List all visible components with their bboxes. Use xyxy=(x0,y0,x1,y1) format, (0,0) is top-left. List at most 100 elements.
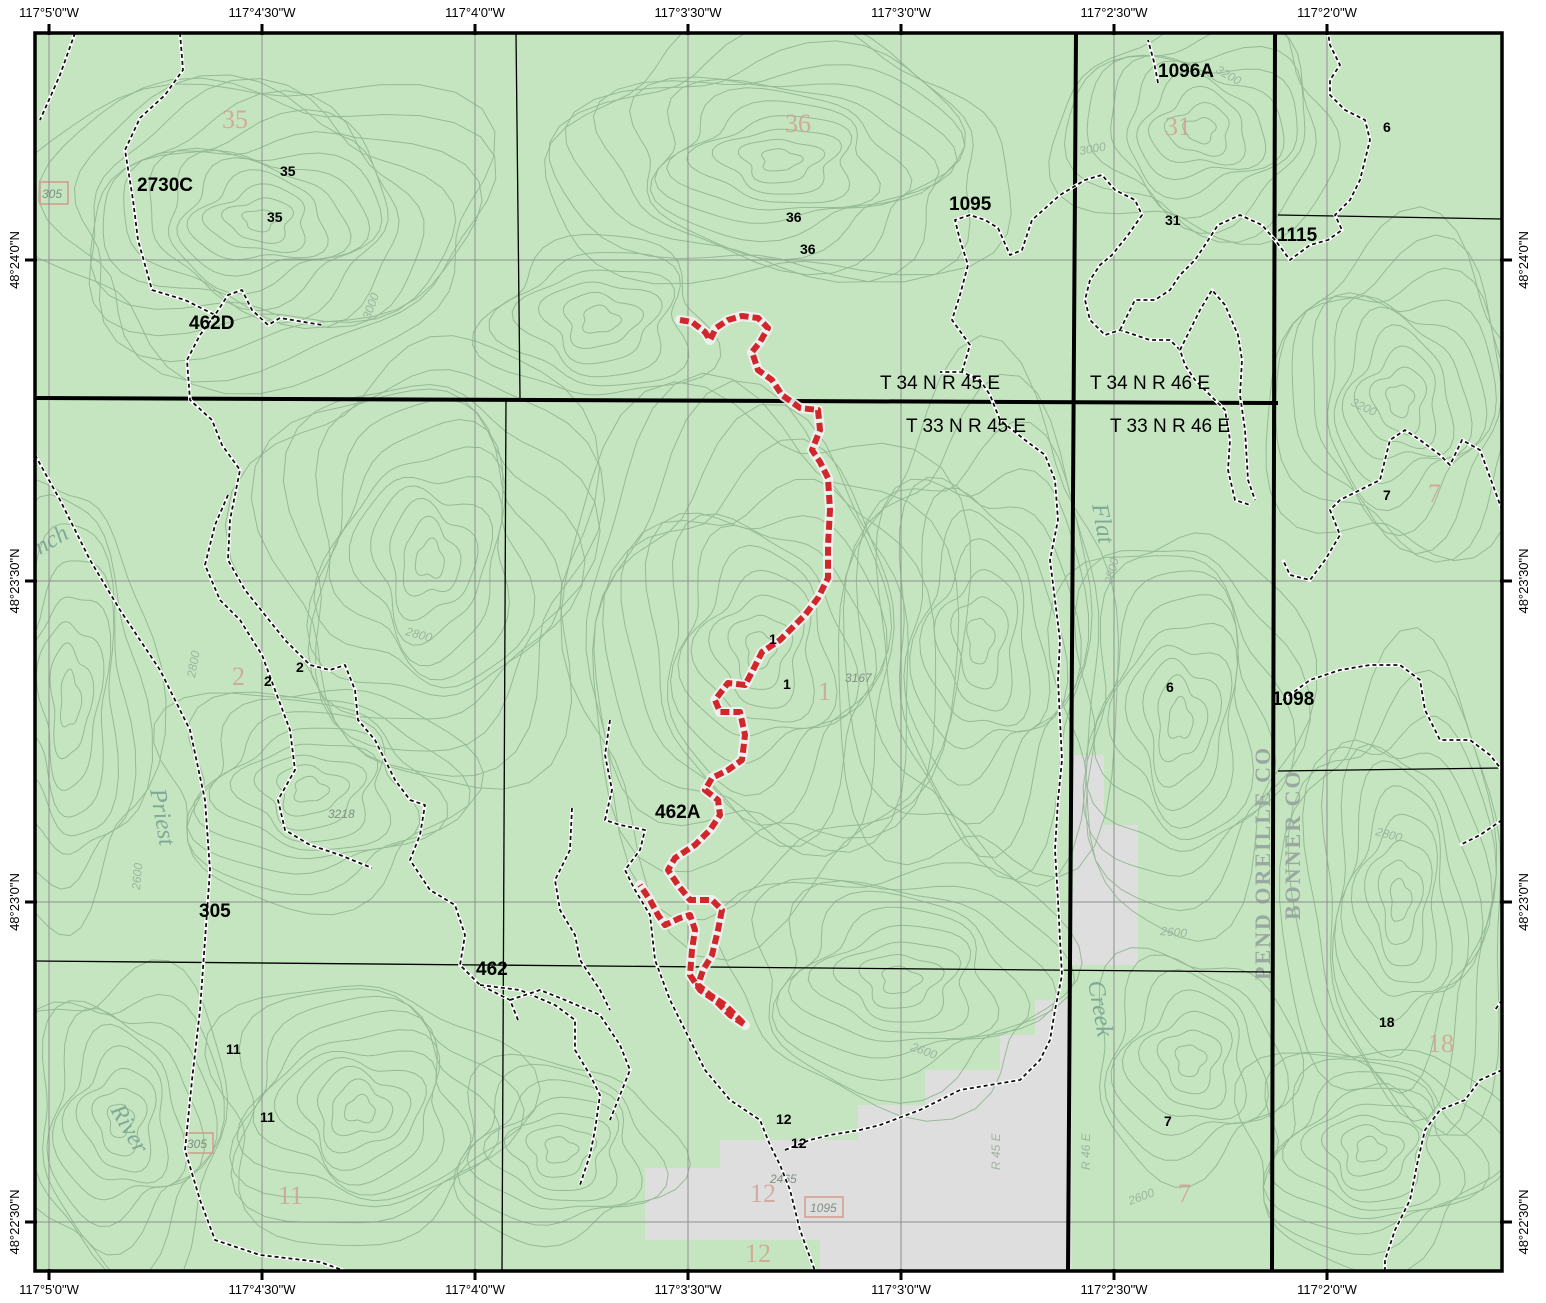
longitude-label: 117°3'0"W xyxy=(871,1282,931,1297)
road-line xyxy=(1179,289,1256,501)
contour-line xyxy=(348,476,503,667)
contour-line xyxy=(1063,33,1317,243)
contour-line xyxy=(123,131,389,324)
road-labels: 1096A 2730C 1095 1115 462D 462A 1098 305… xyxy=(137,61,1318,980)
contour-line xyxy=(581,304,623,334)
contour-line xyxy=(950,596,1009,690)
section-labels: 35 35 36 36 31 6 7 1 1 2 2 6 11 11 12 12… xyxy=(226,119,1395,1151)
svg-text:18: 18 xyxy=(1428,1029,1454,1058)
contour-line xyxy=(59,668,83,728)
contour-line xyxy=(35,83,496,395)
contour-line xyxy=(201,183,306,254)
longitude-label: 117°2'0"W xyxy=(1297,1282,1357,1297)
contour-line xyxy=(898,476,1082,825)
section-label: 12 xyxy=(776,1111,792,1127)
road-line xyxy=(39,33,76,121)
contour-line xyxy=(1157,674,1209,763)
svg-text:31: 31 xyxy=(1165,112,1191,141)
contour-line xyxy=(1385,384,1416,419)
contour-line xyxy=(1341,324,1455,460)
contour-line xyxy=(208,727,392,851)
contour-line xyxy=(585,372,960,921)
contour-line xyxy=(414,537,445,579)
contour-line xyxy=(35,494,154,890)
latitude-label: 48°24'0"N xyxy=(7,231,22,289)
contour-line xyxy=(666,100,881,211)
contour-line xyxy=(1104,954,1290,1161)
contour-line xyxy=(186,169,329,261)
contour-line xyxy=(1181,116,1217,145)
contour-line xyxy=(488,252,690,387)
road-line xyxy=(1282,664,1502,771)
longitude-label: 117°4'30"W xyxy=(229,5,297,20)
road-line xyxy=(1119,33,1371,331)
contour-line xyxy=(229,995,500,1208)
forest-roads xyxy=(35,33,1502,1271)
township-labels: T 34 N R 45 E T 34 N R 46 E T 33 N R 45 … xyxy=(880,373,1230,437)
contour-line xyxy=(727,614,794,690)
road-label: 1098 xyxy=(1272,689,1314,710)
contour-line xyxy=(221,197,295,244)
contour-line xyxy=(370,485,494,646)
contour-line xyxy=(1073,549,1311,912)
contour-line xyxy=(35,993,225,1271)
contour-line xyxy=(511,269,675,378)
contour-line xyxy=(106,1103,136,1139)
contour-line xyxy=(88,78,457,337)
section-label: 1 xyxy=(783,676,791,692)
svg-text:2600: 2600 xyxy=(129,862,145,891)
contour-line xyxy=(593,404,909,853)
contour-line xyxy=(1327,295,1488,512)
svg-text:305: 305 xyxy=(187,1137,207,1151)
contour-line xyxy=(592,64,966,276)
longitude-label: 117°4'0"W xyxy=(445,5,505,20)
longitude-label: 117°2'30"W xyxy=(1081,1282,1149,1297)
contour-line xyxy=(41,1000,218,1256)
svg-text:BONNER CO: BONNER CO xyxy=(1280,769,1305,920)
coordinate-ticks xyxy=(25,24,1512,1280)
contour-line xyxy=(708,594,805,709)
trail-route[interactable] xyxy=(635,311,835,1030)
contour-line xyxy=(296,1056,427,1171)
contour-line xyxy=(1098,947,1305,1188)
contour-line xyxy=(61,1045,169,1184)
contour-line xyxy=(149,147,383,312)
contour-line xyxy=(1300,1103,1430,1203)
contour-line xyxy=(1355,1135,1388,1163)
contour-line xyxy=(453,1053,691,1248)
contour-line xyxy=(229,743,379,843)
longitude-label: 117°3'0"W xyxy=(871,5,931,20)
contour-line xyxy=(1364,839,1433,967)
township-label: T 34 N R 46 E xyxy=(1090,373,1210,394)
longitude-label: 117°5'0"W xyxy=(19,5,79,20)
contour-line xyxy=(1121,989,1248,1121)
contour-line xyxy=(903,487,1069,786)
contour-line xyxy=(274,1050,437,1186)
spot-elevations: 3218 3167 2465 xyxy=(328,671,873,1186)
longitude-label: 117°4'0"W xyxy=(445,1282,505,1297)
contour-line xyxy=(102,108,400,330)
contour-line xyxy=(1279,627,1502,1136)
contour-line xyxy=(1287,669,1498,1137)
svg-text:305: 305 xyxy=(42,187,62,201)
contour-line xyxy=(537,281,663,365)
section-label: 36 xyxy=(786,209,802,225)
route-shields: 305 1095 305 xyxy=(39,181,844,1218)
contour-line xyxy=(807,924,972,1034)
longitude-label: 117°2'0"W xyxy=(1297,5,1357,20)
road-line xyxy=(1384,1069,1502,1271)
road-label: 2730C xyxy=(137,175,193,196)
contour-line xyxy=(855,421,1093,881)
contour-line xyxy=(35,479,167,937)
map-frame xyxy=(33,31,1504,1273)
road-casing xyxy=(950,173,1251,507)
contour-line xyxy=(1163,101,1230,157)
contour-line xyxy=(832,941,962,1023)
longitude-label: 117°5'0"W xyxy=(19,1282,79,1297)
contour-line xyxy=(75,1067,157,1173)
contour-line xyxy=(1350,813,1438,984)
contour-line xyxy=(1124,644,1233,812)
contour-line xyxy=(483,1096,620,1202)
svg-text:3000: 3000 xyxy=(1078,139,1107,157)
